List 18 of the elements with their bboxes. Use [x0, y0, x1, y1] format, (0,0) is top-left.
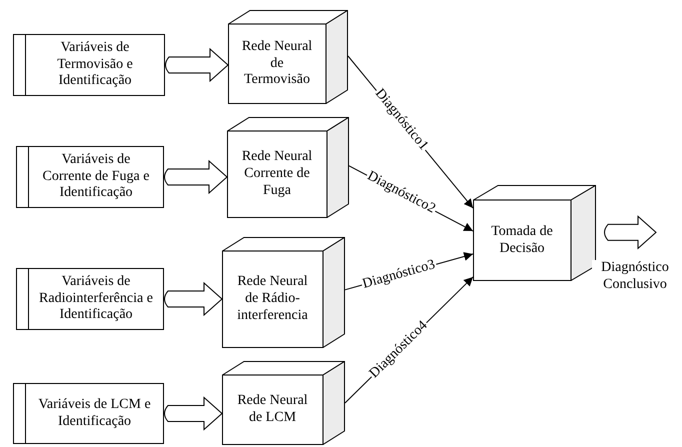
block-arrow: [604, 216, 656, 249]
input-box: [16, 268, 164, 330]
node-label: Rede Neural Corrente de Fuga: [240, 149, 314, 200]
block-arrow: [164, 282, 222, 316]
node-label: Variáveis de Termovisão e Identificação: [56, 40, 134, 90]
node-label: Rede Neural de LCM: [236, 393, 309, 427]
block-arrow: [165, 48, 228, 82]
node-label: Rede Neural de Termovisão: [240, 38, 314, 90]
input-box: [13, 383, 164, 444]
node-label: Tomada de Decisão: [490, 224, 554, 258]
node-label: Rede Neural de Rádio-interferencia: [236, 274, 309, 325]
block-arrow: [164, 397, 222, 430]
node-label: Variáveis de Radiointerferência e Identificação: [38, 274, 154, 324]
input-box: [16, 146, 164, 208]
block-arrow: [164, 160, 228, 194]
node-label: Variáveis de Corrente de Fuga e Identificação: [42, 152, 150, 202]
node-label: Variáveis de LCM e Identificação: [37, 396, 152, 430]
input-box: [13, 34, 165, 96]
